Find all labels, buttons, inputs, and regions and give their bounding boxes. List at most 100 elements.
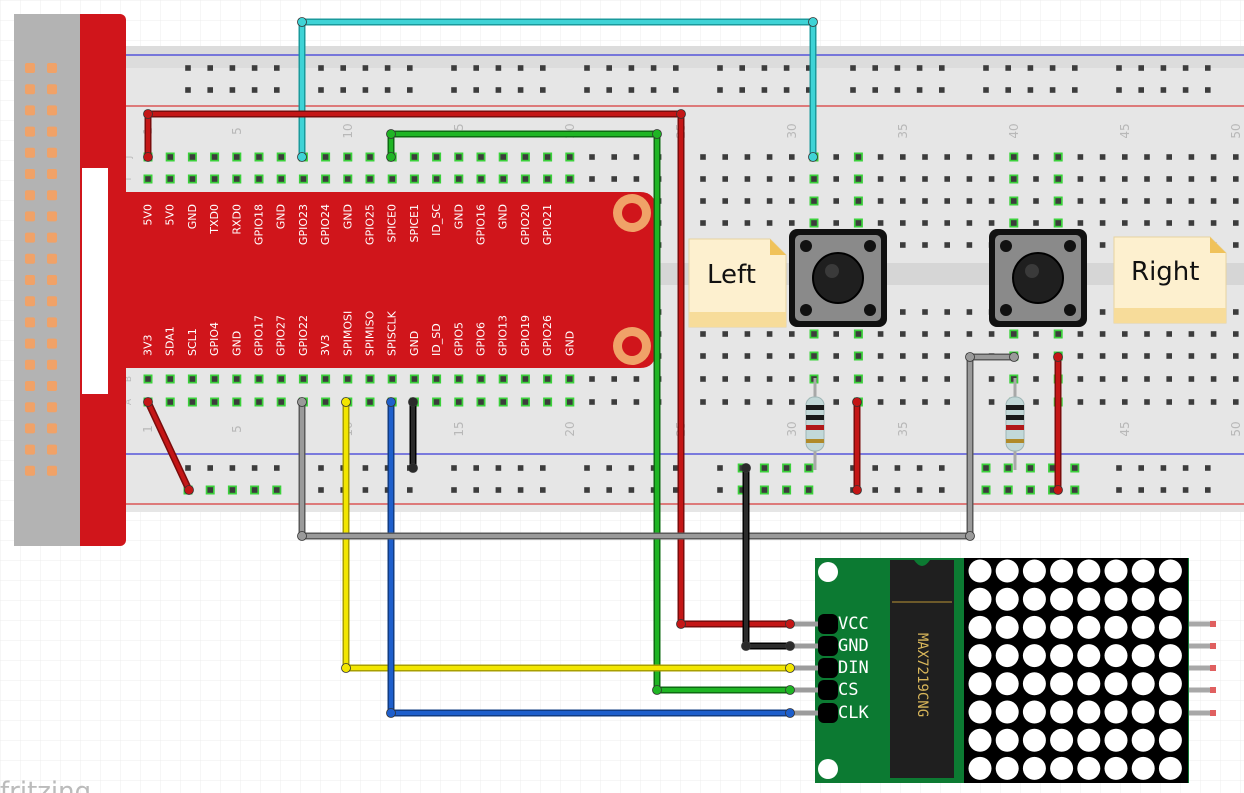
wire-end: [652, 129, 662, 139]
rail-hole: [761, 87, 768, 93]
header-pin: [47, 211, 57, 222]
breadboard-hole: [1055, 154, 1061, 160]
breadboard-hole: [833, 198, 839, 204]
led-dot: [1158, 615, 1182, 639]
rail-hole: [850, 465, 856, 471]
rail-hole: [1138, 465, 1144, 471]
header-pin: [25, 381, 35, 391]
rail-hole: [939, 487, 945, 493]
module-pin-end: [785, 708, 795, 718]
breadboard-hole: [345, 154, 351, 160]
rail-hole: [540, 87, 546, 93]
rail-hole: [1138, 87, 1144, 93]
breadboard-hole: [1122, 353, 1128, 359]
breadboard-hole: [744, 220, 751, 226]
breadboard-hole: [1166, 353, 1172, 359]
top-pin-label: GND: [497, 204, 510, 229]
rail-hole: [1005, 65, 1011, 71]
breadboard-hole: [1099, 154, 1106, 160]
breadboard-hole: [700, 198, 706, 204]
header-pin: [25, 126, 35, 137]
led-dot: [1077, 672, 1101, 696]
top-pin-label: SPICE1: [408, 204, 421, 243]
breadboard-hole: [877, 154, 884, 160]
breadboard-hole: [389, 376, 395, 382]
led-dot: [1050, 756, 1074, 780]
column-number: 50: [1229, 421, 1243, 436]
breadboard-hole: [833, 220, 839, 226]
bottom-pin-label: ID_SD: [430, 323, 443, 356]
rail-hole: [517, 487, 524, 493]
breadboard-hole: [167, 154, 173, 160]
rail-hole: [717, 87, 723, 93]
wires: [143, 17, 1063, 718]
header-pin: [47, 338, 57, 349]
wire-end: [965, 352, 975, 362]
output-pin-tip: [1210, 687, 1216, 693]
rail-hole: [451, 465, 457, 471]
rail-hole: [340, 87, 346, 93]
breadboard-hole: [500, 154, 506, 160]
header-pin: [47, 169, 57, 179]
led-dot: [1158, 559, 1182, 583]
breadboard-hole: [1099, 376, 1106, 382]
breadboard-hole: [411, 154, 418, 160]
rail-hole: [983, 65, 989, 71]
breadboard-hole: [1210, 154, 1217, 160]
breadboard-hole: [189, 176, 196, 182]
breadboard-hole: [811, 220, 817, 226]
breadboard-hole: [789, 198, 795, 204]
wire-end: [1053, 485, 1063, 495]
module-pin-pad: [818, 680, 838, 700]
breadboard-hole: [1144, 220, 1150, 226]
breadboard-hole: [900, 309, 906, 315]
breadboard-hole: [611, 176, 617, 182]
header-pin: [47, 317, 57, 328]
led-dot: [1022, 615, 1046, 639]
breadboard-hole: [700, 376, 706, 382]
breadboard-hole: [1233, 309, 1239, 315]
breadboard-hole: [922, 220, 928, 226]
column-number: 1: [141, 425, 155, 433]
rail-hole: [894, 487, 901, 493]
breadboard-hole: [1122, 198, 1128, 204]
header-pin: [47, 359, 57, 370]
breadboard-hole: [900, 220, 906, 226]
rail-hole: [473, 465, 479, 471]
breadboard-hole: [988, 399, 995, 405]
rail-hole: [783, 487, 790, 493]
led-dot: [1050, 587, 1074, 611]
wire-end: [143, 109, 153, 119]
wire-end: [808, 17, 818, 27]
rail-hole: [495, 87, 502, 93]
breadboard-hole: [1144, 376, 1150, 382]
breadboard-hole: [877, 220, 884, 226]
breadboard-hole: [833, 154, 839, 160]
chip-label: MAX7219CNG: [914, 633, 930, 717]
wire-end: [808, 152, 818, 162]
led-dot: [1104, 756, 1128, 780]
breadboard-hole: [411, 376, 418, 382]
breadboard-hole: [1210, 376, 1217, 382]
rail-hole: [1072, 487, 1078, 493]
breadboard-hole: [500, 399, 506, 405]
top-pin-label: GPIO25: [364, 204, 377, 245]
breadboard-hole: [500, 376, 506, 382]
top-pin-label: RXD0: [230, 204, 243, 235]
led-dot: [1158, 756, 1182, 780]
breadboard-hole: [544, 176, 551, 182]
breadboard-hole: [389, 176, 395, 182]
breadboard-hole: [766, 399, 773, 405]
breadboard-hole: [855, 331, 862, 337]
header-pin: [25, 169, 35, 179]
led-dot: [1050, 700, 1074, 724]
module-pin-pad: [818, 658, 838, 678]
breadboard-hole: [988, 331, 995, 337]
breadboard-hole: [877, 376, 884, 382]
led-dot: [1104, 728, 1128, 752]
led-dot: [1077, 700, 1101, 724]
breadboard-hole: [1233, 220, 1239, 226]
rail-hole: [1027, 65, 1034, 71]
breadboard-hole: [322, 399, 329, 405]
